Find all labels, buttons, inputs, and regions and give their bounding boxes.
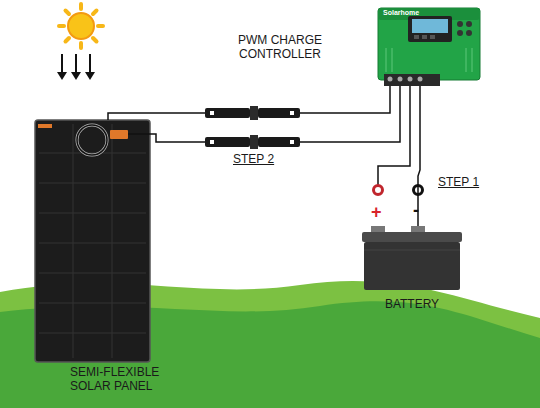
wire [378, 86, 410, 186]
polarity-sign: - [413, 200, 419, 221]
node-heading: SEMI-FLEXIBLE SOLAR PANEL [70, 366, 170, 394]
solar-panel: SEMI-FLEXIBLE SOLAR PANEL [35, 120, 150, 362]
polarity-sign: + [371, 202, 382, 223]
solar-panel-figure [35, 120, 150, 362]
step-label: STEP 1 [438, 175, 479, 189]
battery: BATTERY [362, 226, 462, 290]
wire-connector [108, 86, 390, 120]
wire [128, 86, 400, 142]
node-heading: BATTERY [362, 298, 462, 312]
sun-icon [59, 4, 103, 48]
step-label: STEP 2 [233, 152, 274, 166]
mc4-connector [205, 135, 300, 149]
light-arrows [57, 54, 95, 80]
ring-terminal [374, 186, 383, 195]
mc4-connector [205, 106, 300, 120]
battery-figure [362, 226, 462, 290]
charge-controller-figure [378, 8, 480, 86]
node-heading: PWM CHARGE CONTROLLER [230, 34, 330, 62]
charge-controller: PWM CHARGE CONTROLLERSolarhome [378, 8, 480, 86]
brand-label: Solarhome [383, 9, 443, 17]
